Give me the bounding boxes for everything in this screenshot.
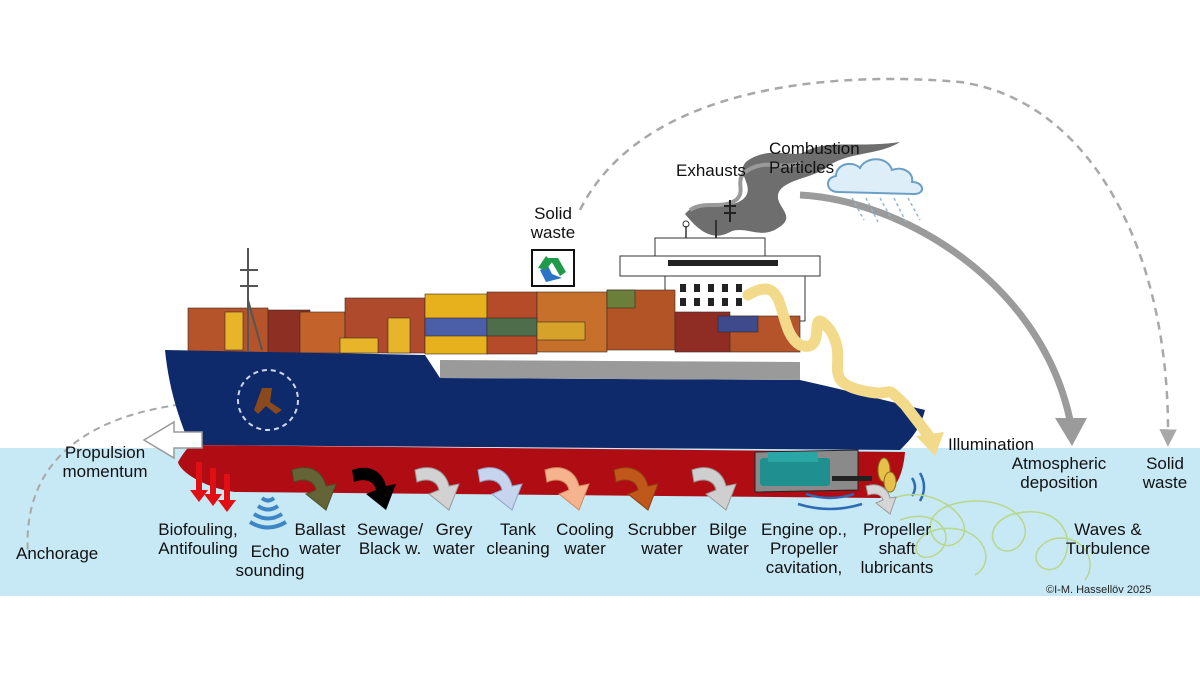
bilge-line2: water <box>707 539 749 558</box>
biofouling-arrows <box>190 462 236 512</box>
atmospheric-line1: Atmospheric <box>1011 454 1107 473</box>
ballast-arrow <box>291 467 337 511</box>
deposition-arc <box>799 191 1074 421</box>
cloud-icon <box>827 158 923 223</box>
scrubber-water-arrow <box>613 467 659 511</box>
echo-sound-icon <box>248 496 288 530</box>
tank-cleaning-arrow <box>477 467 523 511</box>
prop-shaft-line1: Propeller <box>862 520 932 539</box>
grey-water-arrow <box>414 467 460 511</box>
engine-icon <box>754 449 872 493</box>
engine-line2: Propeller <box>769 539 839 558</box>
solid-waste-right-line2: waste <box>1142 473 1188 492</box>
solid-waste-dashed-arc <box>578 77 1177 447</box>
waves-line2: Turbulence <box>1065 539 1151 558</box>
tank-line2: cleaning <box>486 539 550 558</box>
engine-line3: cavitation, <box>765 558 843 577</box>
atmospheric-line2: deposition <box>1020 473 1098 492</box>
waves-turbulence-label: Waves & Turbulence <box>1058 520 1158 558</box>
cooling-water-label: Cooling water <box>552 520 618 558</box>
container-stacks <box>187 289 801 355</box>
cooling-line1: Cooling <box>556 520 614 539</box>
echo-line2: sounding <box>235 561 305 580</box>
deposition-arrowhead <box>1055 418 1087 446</box>
propulsion-momentum-label: Propulsion momentum <box>50 443 160 481</box>
combustion-line1: Combustion <box>769 139 860 158</box>
illumination-beam <box>742 283 938 446</box>
anchorage-dashed-line <box>26 399 241 556</box>
propeller-icon <box>877 457 897 493</box>
anchorage-label: Anchorage <box>16 544 99 563</box>
exhaust-plume <box>685 142 900 236</box>
grey-line1: Grey <box>435 520 473 539</box>
exhausts-label: Exhausts <box>676 161 746 180</box>
solid-waste-top-line2: waste <box>530 223 576 242</box>
scrubber-line2: water <box>641 539 683 558</box>
propeller-shaft-label: Propeller shaft lubricants <box>852 520 942 577</box>
scrubber-line1: Scrubber <box>627 520 697 539</box>
grey-line2: water <box>433 539 475 558</box>
bilge-water-label: Bilge water <box>700 520 756 558</box>
cooling-water-arrow <box>544 467 590 511</box>
prop-shaft-line3: lubricants <box>860 558 934 577</box>
echo-sounding-label: Echo sounding <box>228 542 312 580</box>
biofouling-label: Biofouling, Antifouling <box>148 520 248 558</box>
prop-shaft-line2: shaft <box>878 539 916 558</box>
biofouling-line2: Antifouling <box>158 539 238 558</box>
sewage-arrow <box>352 467 396 510</box>
anchor-icon <box>237 369 299 431</box>
turbulence-loops <box>889 493 1091 581</box>
solid-waste-top-label: Solid waste <box>522 204 584 242</box>
recycle-icon <box>531 249 575 287</box>
tank-cleaning-label: Tank cleaning <box>482 520 554 558</box>
illumination-label: Illumination <box>948 435 1034 454</box>
bilge-water-arrow <box>691 467 737 511</box>
solid-waste-right-line1: Solid <box>1146 454 1184 473</box>
ballast-line2: water <box>299 539 341 558</box>
ship-hull-blue <box>165 350 925 450</box>
propulsion-line2: momentum <box>62 462 148 481</box>
deck-stripe <box>440 360 800 380</box>
scrubber-water-label: Scrubber water <box>622 520 702 558</box>
copyright-label: ©I-M. Hassellöv 2025 <box>1046 584 1152 596</box>
echo-line1: Echo <box>250 542 290 561</box>
solid-waste-right-label: Solid waste <box>1134 454 1196 492</box>
ballast-water-label: Ballast water <box>290 520 350 558</box>
ballast-line1: Ballast <box>294 520 346 539</box>
engine-line1: Engine op., <box>760 520 847 539</box>
exhaust-plume-light <box>688 161 801 212</box>
combustion-particles-label: Combustion Particles <box>769 139 860 177</box>
propulsion-arrow <box>142 420 203 460</box>
sewage-line1: Sewage/ <box>356 520 424 539</box>
engine-op-label: Engine op., Propeller cavitation, <box>756 520 852 577</box>
illumination-arrowhead <box>916 432 944 456</box>
sewage-line2: Black w. <box>358 539 422 558</box>
cooling-line2: water <box>564 539 606 558</box>
cavitation-wave-icon <box>797 472 926 511</box>
combustion-line2: Particles <box>769 158 835 177</box>
solid-waste-top-line1: Solid <box>534 204 572 223</box>
waves-line1: Waves & <box>1074 520 1142 539</box>
fore-mast <box>240 248 263 352</box>
atmospheric-deposition-label: Atmospheric deposition <box>1005 454 1113 492</box>
antenna-icon <box>724 200 736 222</box>
bilge-line1: Bilge <box>709 520 747 539</box>
propulsion-line1: Propulsion <box>64 443 146 462</box>
lubricant-arrow <box>865 484 897 515</box>
tank-line1: Tank <box>500 520 536 539</box>
biofouling-line1: Biofouling, <box>158 520 238 539</box>
grey-water-label: Grey water <box>428 520 480 558</box>
sewage-label: Sewage/ Black w. <box>352 520 428 558</box>
